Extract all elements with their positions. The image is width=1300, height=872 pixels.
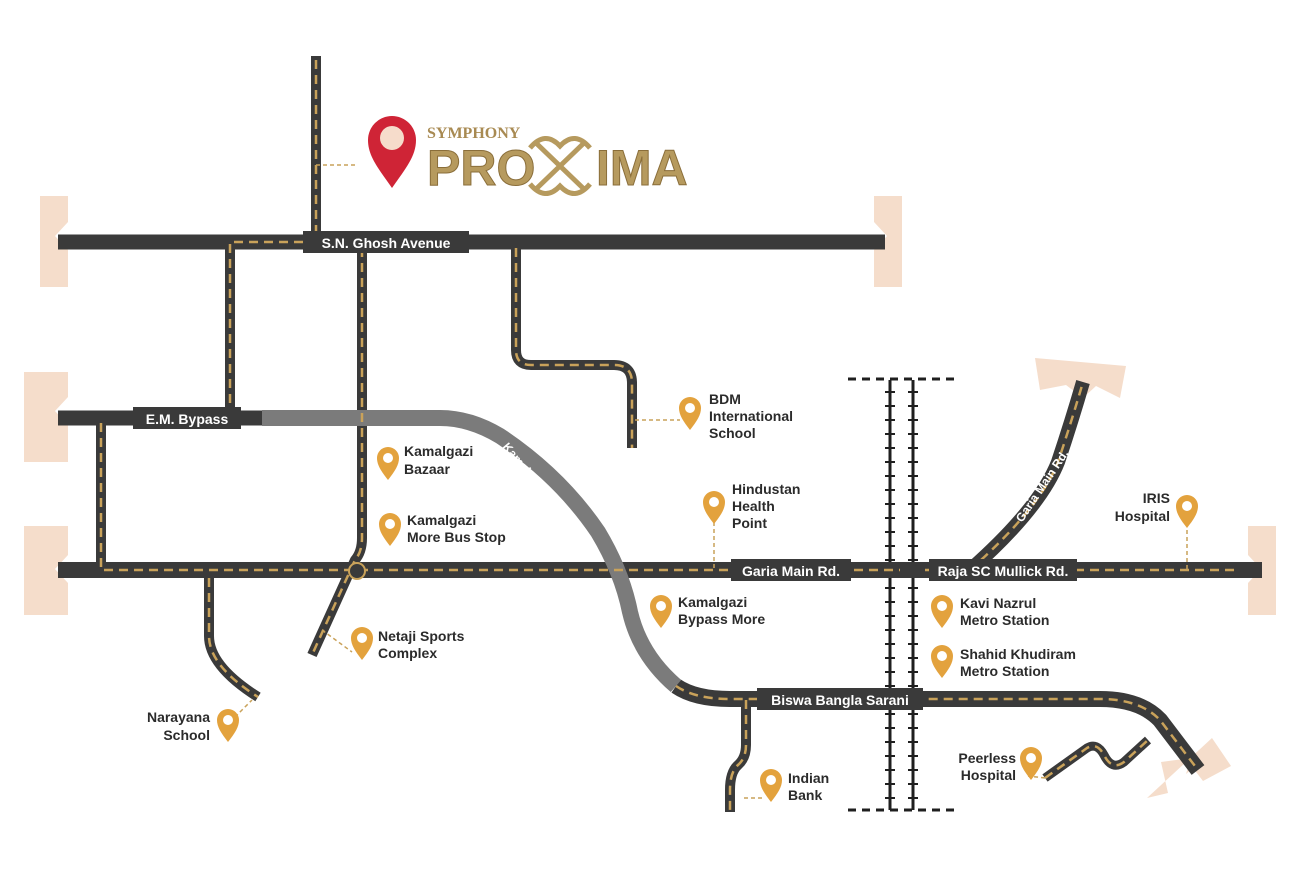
- metro-railway: [848, 377, 956, 812]
- svg-text:Hospital: Hospital: [961, 767, 1016, 783]
- garia-main-diagonal-label: Garia Main Rd.: [1013, 447, 1072, 524]
- leader-lines: [229, 164, 1188, 799]
- svg-text:Hospital: Hospital: [1115, 508, 1170, 524]
- svg-text:Bypass More: Bypass More: [678, 611, 765, 627]
- indian-bank-road: [725, 700, 751, 812]
- svg-text:S.N. Ghosh Avenue: S.N. Ghosh Avenue: [322, 235, 451, 251]
- narayana-label: Narayana School: [147, 709, 210, 743]
- netaji-pin-icon: [351, 627, 373, 660]
- svg-text:Complex: Complex: [378, 645, 437, 661]
- raja-sc-mullick-label: Raja SC Mullick Rd.: [929, 559, 1077, 581]
- kamalgazi-bypass-label: Kamalgazi Bypass More: [678, 594, 765, 627]
- kamalgazi-more-pin-icon: [379, 513, 401, 546]
- brand-small-text: SYMPHONY: [427, 125, 521, 142]
- kamalgazi-bypass-pin-icon: [650, 595, 672, 628]
- main-location-pin-icon: [368, 116, 416, 188]
- peerless-pin-icon: [1020, 747, 1042, 780]
- map-edges: [24, 196, 1276, 798]
- svg-text:BDM: BDM: [709, 391, 741, 407]
- peerless-label: Peerless Hospital: [958, 750, 1016, 783]
- garia-main-rd-label: Garia Main Rd.: [731, 559, 851, 581]
- kavi-nazrul-label: Kavi Nazrul Metro Station: [960, 595, 1049, 628]
- svg-text:Narayana: Narayana: [147, 709, 210, 725]
- svg-text:Kamalgazi: Kamalgazi: [407, 512, 476, 528]
- svg-text:Bank: Bank: [788, 787, 822, 803]
- shahid-pin-icon: [931, 645, 953, 678]
- svg-text:Netaji Sports: Netaji Sports: [378, 628, 465, 644]
- indian-bank-label: Indian Bank: [788, 770, 829, 803]
- hindustan-label: Hindustan Health Point: [732, 481, 800, 531]
- iris-label: IRIS Hospital: [1115, 490, 1170, 524]
- brand-x-mark-icon: [528, 136, 592, 196]
- bdm-road: [511, 242, 637, 448]
- kavi-nazrul-pin-icon: [931, 595, 953, 628]
- svg-text:Hindustan: Hindustan: [732, 481, 800, 497]
- iris-pin-icon: [1176, 495, 1198, 528]
- hindustan-pin-icon: [703, 491, 725, 524]
- svg-text:School: School: [163, 727, 210, 743]
- em-bypass-label: E.M. Bypass: [133, 407, 241, 429]
- svg-text:Point: Point: [732, 515, 767, 531]
- svg-text:Health: Health: [732, 498, 775, 514]
- kamalgazi-bazaar-pin-icon: [377, 447, 399, 480]
- place-pins: BDM International School Kamalgazi Bazaa…: [147, 391, 1198, 803]
- bdm-pin-icon: [679, 397, 701, 430]
- svg-text:Shahid Khudiram: Shahid Khudiram: [960, 646, 1076, 662]
- svg-text:International: International: [709, 408, 793, 424]
- svg-text:Metro Station: Metro Station: [960, 663, 1049, 679]
- kamalgazi-more-label: Kamalgazi More Bus Stop: [407, 512, 506, 545]
- road-labels: S.N. Ghosh Avenue E.M. Bypass Garia Main…: [133, 231, 1077, 710]
- kamalgazi-flyover: [262, 410, 682, 693]
- svg-text:Peerless: Peerless: [958, 750, 1016, 766]
- kamalgazi-road: [307, 242, 367, 658]
- kamalgazi-bazaar-label: Kamalgazi Bazaar: [404, 443, 473, 477]
- garia-main-diagonal-road: [965, 380, 1090, 576]
- svg-text:Garia Main Rd.: Garia Main Rd.: [742, 563, 840, 579]
- kamalgazi-junction: [348, 562, 366, 580]
- svg-text:Raja SC Mullick Rd.: Raja SC Mullick Rd.: [938, 563, 1069, 579]
- svg-text:Kavi Nazrul: Kavi Nazrul: [960, 595, 1036, 611]
- netaji-label: Netaji Sports Complex: [378, 628, 465, 661]
- svg-text:E.M. Bypass: E.M. Bypass: [146, 411, 229, 427]
- svg-text:Bazaar: Bazaar: [404, 461, 450, 477]
- svg-text:School: School: [709, 425, 756, 441]
- indian-bank-pin-icon: [760, 769, 782, 802]
- brand-logo: SYMPHONY PRO IMA: [368, 116, 688, 197]
- svg-text:Kamalgazi: Kamalgazi: [404, 443, 473, 459]
- biswa-bangla-sarani-label: Biswa Bangla Sarani: [757, 688, 923, 710]
- narayana-pin-icon: [217, 709, 239, 742]
- svg-text:More Bus Stop: More Bus Stop: [407, 529, 506, 545]
- svg-text:Indian: Indian: [788, 770, 829, 786]
- svg-text:Kamalgazi: Kamalgazi: [678, 594, 747, 610]
- bdm-label: BDM International School: [709, 391, 793, 441]
- svg-text:Biswa Bangla Sarani: Biswa Bangla Sarani: [771, 692, 909, 708]
- svg-text:IRIS: IRIS: [1143, 490, 1170, 506]
- sn-ghosh-avenue-label: S.N. Ghosh Avenue: [303, 231, 469, 253]
- svg-text:Metro Station: Metro Station: [960, 612, 1049, 628]
- brand-big-left: PRO: [427, 140, 535, 196]
- shahid-label: Shahid Khudiram Metro Station: [960, 646, 1076, 679]
- brand-big-right: IMA: [596, 140, 688, 196]
